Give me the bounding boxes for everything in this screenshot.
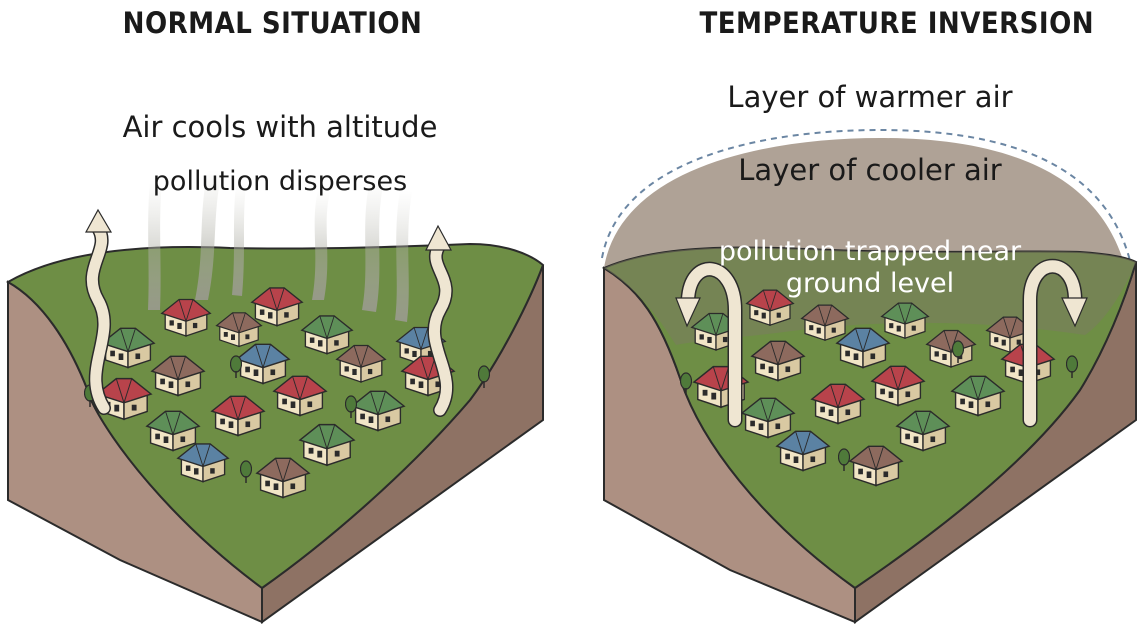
left-rising-air-arrows — [84, 208, 454, 417]
pollution-trapped-label: pollution trapped near ground level — [700, 236, 1040, 300]
up-arrow-icon — [84, 208, 113, 415]
up-arrow-icon — [425, 224, 454, 417]
left-panel-title: NORMAL SITUATION — [122, 6, 423, 40]
right-panel-title: TEMPERATURE INVERSION — [699, 6, 1095, 40]
left-ground-surface — [5, 242, 545, 590]
pollution-disperses-label: pollution disperses — [152, 166, 408, 197]
cooler-air-label: Layer of cooler air — [738, 153, 1002, 187]
warm-air-boundary — [601, 128, 1137, 301]
pollution-trapped-line2: ground level — [785, 267, 955, 299]
air-cools-label: Air cools with altitude — [122, 110, 438, 144]
warmer-air-label: Layer of warmer air — [727, 80, 1013, 114]
curl-arrow-icon — [675, 261, 743, 428]
curl-arrow-icon — [1022, 258, 1088, 428]
left-smoke-plumes — [148, 170, 412, 322]
right-trapped-air-arrows — [675, 258, 1088, 428]
left-terrain-block — [5, 242, 545, 624]
pollution-trapped-line1: pollution trapped near — [718, 236, 1022, 267]
